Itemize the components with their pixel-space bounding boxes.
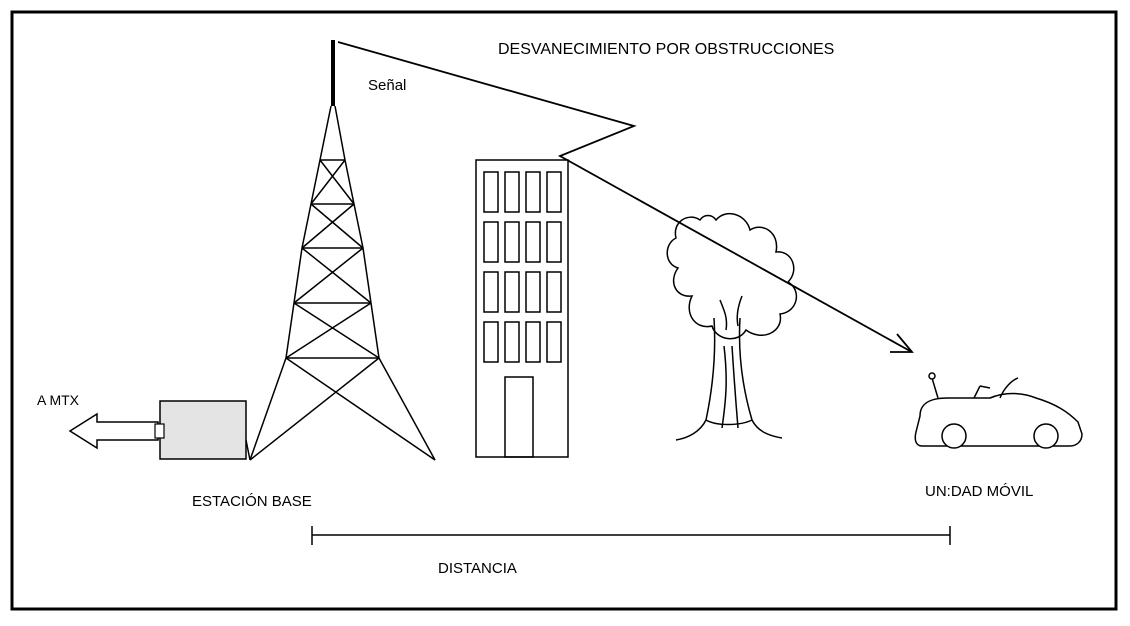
mtx-arrow-icon xyxy=(68,412,159,450)
tree-icon xyxy=(666,212,798,441)
diagram-frame xyxy=(10,10,1118,611)
mtx-label: A MTX xyxy=(37,392,80,408)
signal-arrowhead xyxy=(890,333,914,353)
base-station-box xyxy=(159,400,247,460)
car-icon xyxy=(914,372,1083,449)
transmission-tower xyxy=(249,105,436,461)
base-station-link xyxy=(245,439,251,461)
diagram-title: DESVANECIMIENTO POR OBSTRUCCIONES xyxy=(498,41,835,58)
building xyxy=(475,159,569,458)
mtx-arrow-connector xyxy=(154,423,165,439)
signal-path xyxy=(337,41,911,352)
base-station-label: ESTACIÓN BASE xyxy=(192,493,312,510)
distance-label: DISTANCIA xyxy=(438,560,517,577)
distance-line xyxy=(311,526,951,545)
mobile-unit-label: UN:DAD MÓVIL xyxy=(925,483,1034,500)
signal-label: Señal xyxy=(368,77,407,94)
